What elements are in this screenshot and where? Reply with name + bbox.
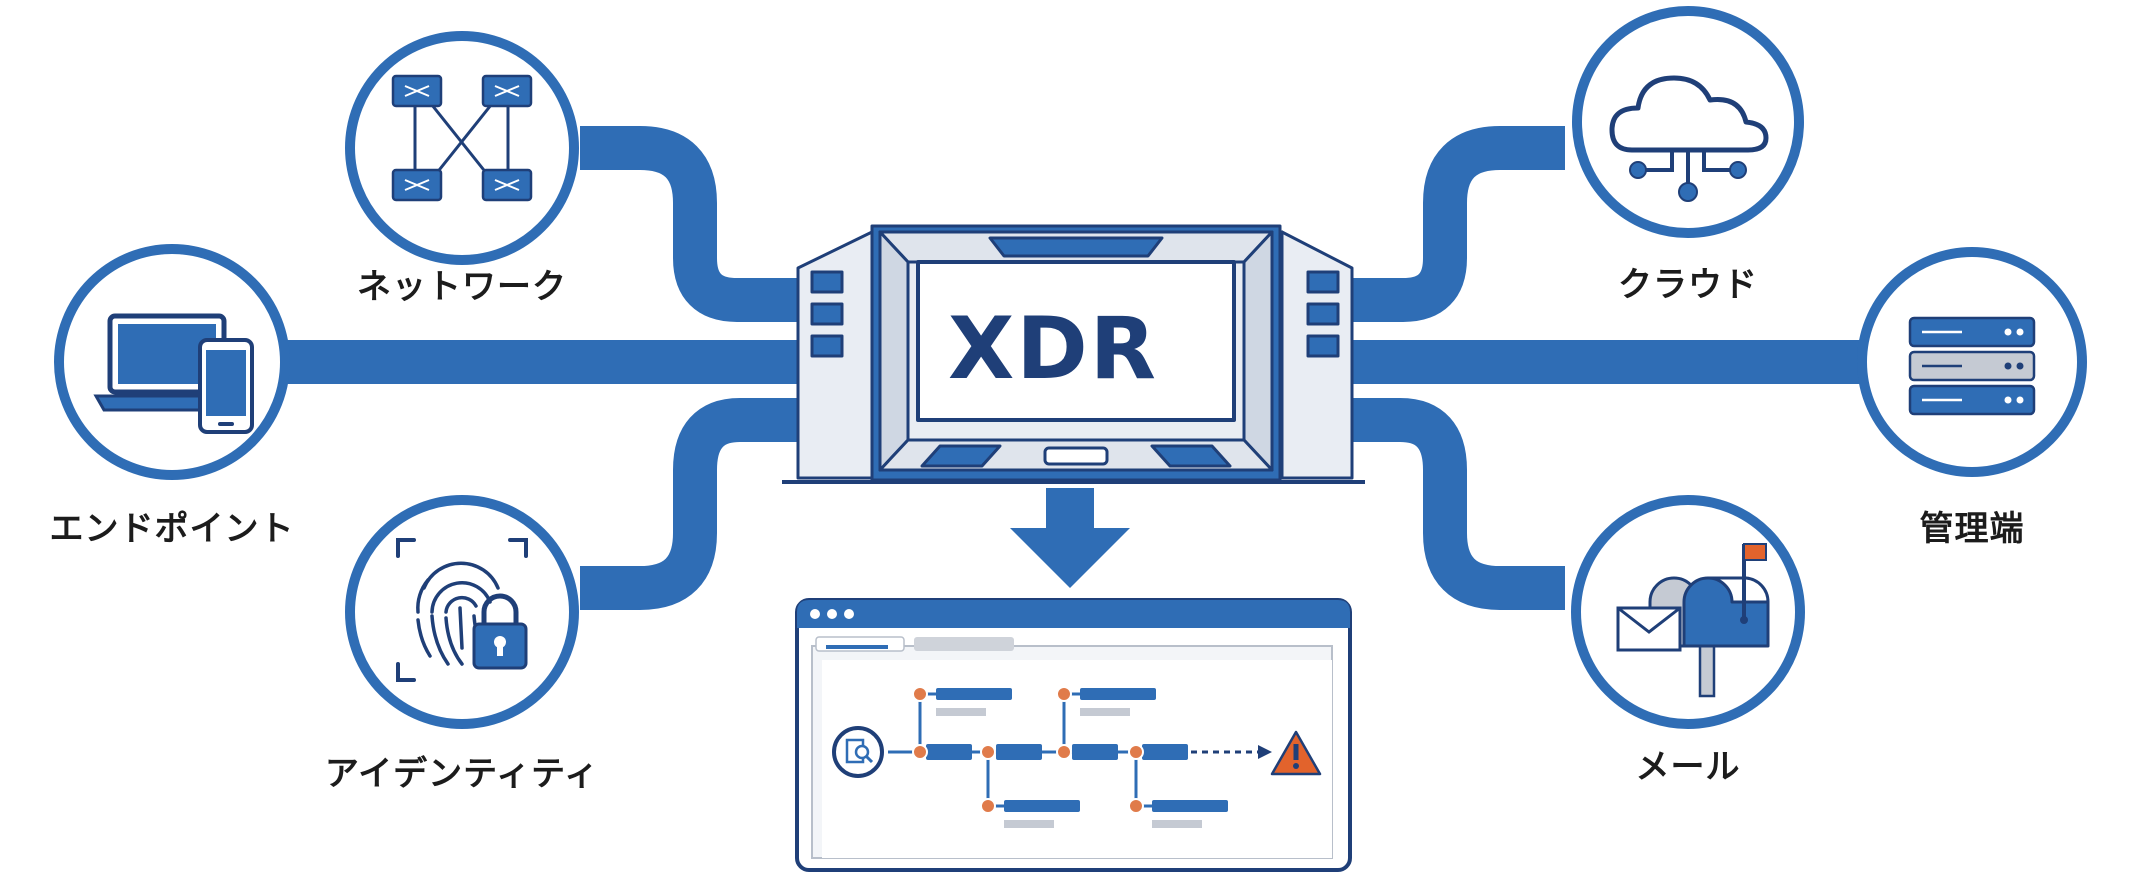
- pipe-network: [580, 126, 820, 322]
- attack-chain-graph: [832, 686, 1322, 828]
- label-endpoint: エンドポイント: [49, 509, 295, 549]
- connection-pipes: [285, 126, 1862, 610]
- label-server: 管理端: [1919, 509, 2025, 549]
- fingerprint-lock-icon: [396, 538, 528, 682]
- cloud-icon: [1609, 75, 1769, 202]
- down-arrow: [1010, 488, 1130, 588]
- search-doc-icon: [832, 726, 884, 778]
- source-endpoint: [54, 244, 290, 480]
- xdr-title: XDR: [948, 299, 1158, 399]
- label-cloud: クラウド: [1618, 265, 1758, 305]
- pipe-identity: [580, 398, 820, 610]
- pipe-cloud: [1330, 126, 1565, 322]
- label-mail: メール: [1635, 747, 1741, 787]
- mailbox-icon: [1616, 543, 1770, 698]
- xdr-appliance: [782, 224, 1365, 484]
- label-identity: アイデンティティ: [324, 754, 600, 794]
- server-rack-icon: [1908, 316, 2036, 416]
- laptop-phone-icon: [93, 313, 254, 434]
- source-cloud: [1572, 6, 1804, 238]
- label-network: ネットワーク: [357, 267, 567, 307]
- source-server: [1857, 247, 2087, 477]
- source-mail: [1571, 495, 1805, 729]
- source-identity: [345, 495, 579, 729]
- investigation-window: [795, 598, 1352, 872]
- pipe-mail: [1330, 398, 1565, 610]
- source-network: [345, 31, 579, 265]
- network-switch-icon: [391, 74, 533, 202]
- warning-icon: [1270, 730, 1322, 776]
